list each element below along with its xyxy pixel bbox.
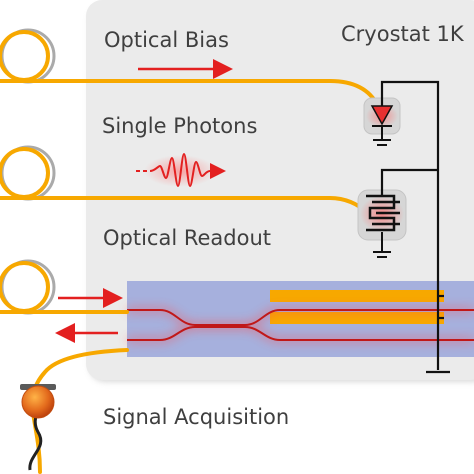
label-optical-bias: Optical Bias [104,28,229,52]
waveguide [127,309,474,341]
capacitor-icon [357,189,407,258]
label-optical-readout: Optical Readout [103,226,272,250]
photon-wavepacket-icon [136,152,226,188]
label-single-photons: Single Photons [102,114,258,138]
fiber-coil-icon [0,259,56,315]
electrode-bottom [270,312,444,324]
electrode-top [270,290,444,302]
fiber-coil-icon [0,145,56,201]
bias-wiring [380,80,444,370]
label-signal-acquisition: Signal Acquisition [103,405,290,429]
fiber-coil-icon [0,28,56,84]
coax-connector-icon [20,384,56,471]
label-cryostat: Cryostat 1K [341,22,464,46]
